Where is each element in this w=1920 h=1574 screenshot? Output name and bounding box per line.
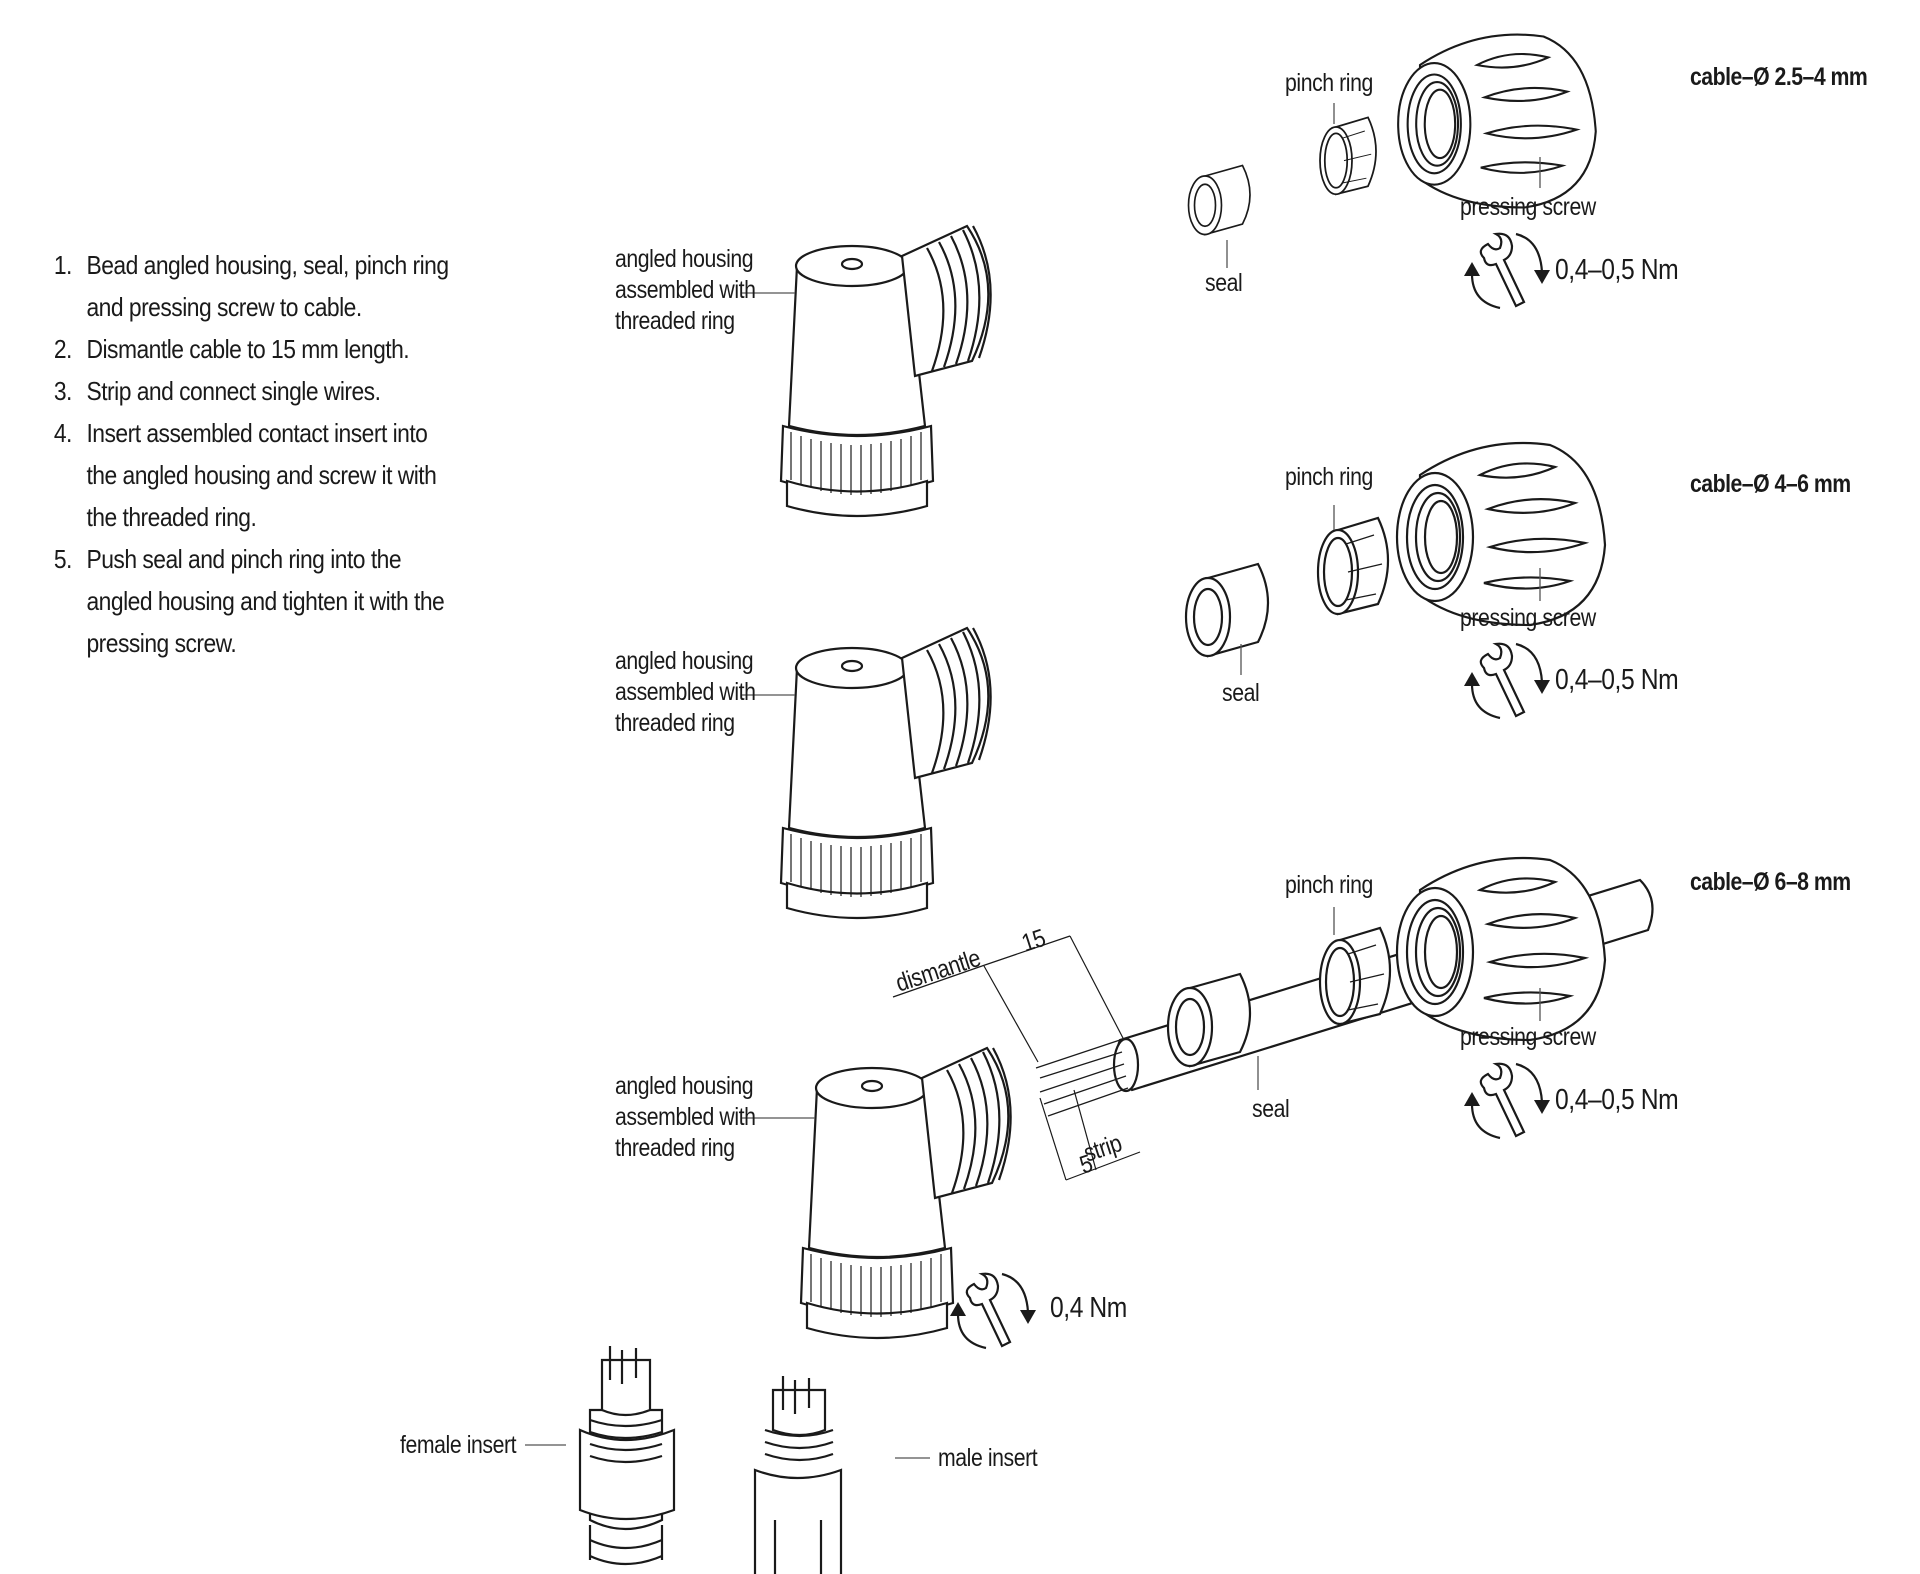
pressing-screw-label: pressing screw: [1460, 1023, 1596, 1051]
male-insert: [753, 1376, 843, 1574]
assembly-instructions: Bead angled housing, seal, pinch ring an…: [46, 244, 451, 664]
cable-diameter-heading: cable–Ø 4–6 mm: [1690, 470, 1851, 498]
instruction-step: Dismantle cable to 15 mm length.: [78, 328, 451, 370]
instruction-step: Strip and connect single wires.: [78, 370, 451, 412]
dismantle-dimension: [892, 935, 1125, 1063]
wrench-rotate-icon: [1462, 642, 1552, 720]
threaded-ring-torque: 0,4 Nm: [1050, 1292, 1127, 1324]
seal-label: seal: [1205, 269, 1243, 297]
seal-label: seal: [1252, 1095, 1290, 1123]
cable-diameter-heading: cable–Ø 2.5–4 mm: [1690, 63, 1868, 91]
female-insert-label: female insert: [400, 1431, 517, 1459]
pinch-ring-label: pinch ring: [1285, 463, 1373, 491]
pressing-screw-label: pressing screw: [1460, 193, 1596, 221]
housing-label: angled housing assembled with threaded r…: [615, 647, 756, 737]
housing-3: [799, 1046, 1012, 1340]
wrench-rotate-icon: [948, 1272, 1038, 1350]
housing-2: [779, 626, 992, 920]
pinch-ring-label: pinch ring: [1285, 871, 1373, 899]
pinch-ring-1: [1319, 116, 1377, 196]
housing-1: [779, 224, 992, 518]
pressing-screw-2: [1395, 441, 1607, 627]
pinch-ring-label: pinch ring: [1285, 69, 1373, 97]
male-insert-label: male insert: [938, 1444, 1038, 1472]
wrench-rotate-icon: [1462, 1062, 1552, 1140]
seal-2: [1184, 562, 1270, 658]
housing-label: angled housing assembled with threaded r…: [615, 1072, 756, 1162]
pressing-screw-label: pressing screw: [1460, 604, 1596, 632]
seal-label: seal: [1222, 679, 1260, 707]
seal-1: [1187, 164, 1251, 236]
instruction-step: Push seal and pinch ring into the angled…: [78, 538, 451, 664]
instruction-step: Insert assembled contact insert into the…: [78, 412, 451, 538]
strip-dimension: [1039, 1089, 1141, 1181]
pressing-screw-3: [1395, 856, 1607, 1042]
pinch-ring-3: [1318, 926, 1392, 1026]
instruction-step: Bead angled housing, seal, pinch ring an…: [78, 244, 451, 328]
female-insert: [578, 1346, 676, 1566]
torque-value: 0,4–0,5 Nm: [1555, 1084, 1679, 1116]
pressing-screw-1: [1397, 33, 1597, 209]
cable-diameter-heading: cable–Ø 6–8 mm: [1690, 868, 1851, 896]
torque-value: 0,4–0,5 Nm: [1555, 664, 1679, 696]
torque-value: 0,4–0,5 Nm: [1555, 254, 1679, 286]
housing-label: angled housing assembled with threaded r…: [615, 245, 756, 335]
wrench-rotate-icon: [1462, 232, 1552, 310]
seal-3: [1166, 972, 1252, 1068]
pinch-ring-2: [1316, 516, 1390, 616]
